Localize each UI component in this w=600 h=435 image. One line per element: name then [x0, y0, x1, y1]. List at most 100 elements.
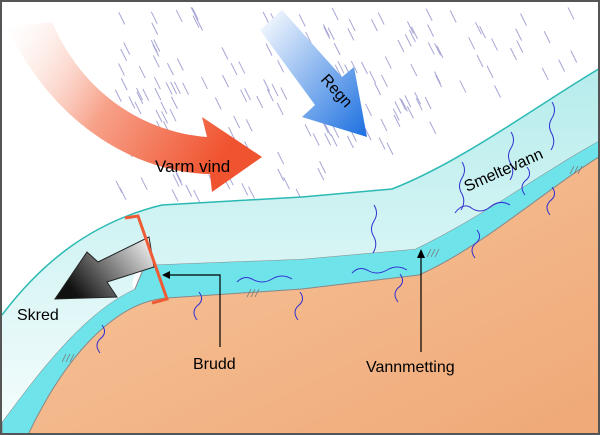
rain-streak	[312, 133, 320, 146]
rain-streak	[191, 7, 199, 20]
fracture-pointer-head	[162, 271, 170, 279]
rain-streak	[393, 114, 401, 128]
rain-streak	[324, 123, 332, 136]
rain-streak	[494, 85, 502, 98]
rain-streak	[123, 42, 131, 55]
hatch-marks	[61, 165, 583, 363]
rain-streak	[384, 56, 392, 69]
rain-streak	[429, 121, 437, 134]
saturation-pointer-head	[417, 249, 425, 258]
rain-streak	[241, 183, 249, 196]
rain-streak	[365, 103, 372, 117]
rain-streak	[424, 96, 432, 110]
rain-streak	[150, 39, 158, 53]
rain-streak	[304, 124, 312, 137]
rain-streak	[152, 44, 160, 57]
rain-streak	[392, 108, 400, 121]
rain-streak	[263, 79, 271, 92]
rain-streak	[364, 128, 372, 141]
rain-streak	[136, 91, 144, 105]
rain-streak	[165, 82, 173, 95]
rain-streak	[185, 184, 193, 197]
rain-streak	[400, 99, 408, 112]
rain-streak	[377, 12, 385, 25]
rain-streak	[381, 74, 388, 88]
rain-streak	[468, 37, 476, 50]
avalanche-arrow	[54, 236, 155, 300]
rain-streak	[114, 89, 122, 102]
rain-streak	[491, 38, 498, 51]
rain-streak	[399, 97, 407, 111]
rain-streak	[277, 168, 285, 182]
rain-streak	[567, 7, 575, 20]
rain-streak	[543, 30, 551, 44]
rain-streak	[283, 176, 290, 190]
rain-streak	[228, 126, 235, 140]
rain-streak	[406, 106, 414, 119]
rain-streak	[332, 125, 340, 139]
rain-streak	[410, 63, 418, 77]
rain-streak	[262, 11, 270, 25]
rain-streak	[360, 61, 368, 75]
rain-streak	[449, 10, 457, 23]
snow-pack	[2, 69, 598, 422]
rain-streak	[386, 142, 394, 155]
rain-streak	[406, 21, 414, 34]
rain-streak	[118, 12, 126, 25]
rain-streak	[434, 71, 441, 84]
meltwater-squiggles	[96, 101, 556, 354]
rain-streak	[570, 50, 578, 63]
rain-streak	[394, 101, 402, 114]
rain-streak	[408, 29, 416, 43]
rain-streak	[378, 137, 386, 150]
rain-streak	[327, 27, 335, 40]
rain-streak	[256, 95, 264, 109]
rain-streak	[120, 48, 128, 62]
rain-streak	[277, 60, 285, 73]
rain-streak	[337, 61, 345, 74]
rain-streak	[347, 28, 355, 41]
rain-streak	[166, 62, 174, 76]
rain-streak	[128, 96, 136, 109]
rain-streak	[380, 118, 388, 132]
rain-streak	[175, 173, 183, 186]
rain-streak	[214, 97, 222, 110]
snow-surface-line	[2, 68, 598, 316]
rain-streak	[435, 74, 442, 88]
rain-streak	[397, 39, 405, 53]
rain-streak	[120, 78, 128, 91]
rain-streak	[515, 28, 523, 41]
rain-streak	[486, 65, 494, 78]
rain-streak	[175, 9, 183, 23]
rain-streak	[182, 82, 190, 95]
rain-streak	[119, 187, 127, 201]
rain-streak	[172, 174, 180, 187]
rain-streak	[434, 43, 441, 56]
rain-streak	[150, 11, 158, 25]
rain-streak	[516, 40, 524, 53]
rain-streak	[276, 102, 284, 116]
rain-streak	[152, 55, 160, 68]
rain-streak	[277, 151, 285, 165]
rain-streak	[427, 24, 435, 37]
fracture-pointer	[167, 274, 221, 347]
rain-streak	[476, 54, 484, 68]
rain-streak	[244, 87, 251, 101]
rain-streak	[238, 61, 246, 74]
rain-streak	[190, 6, 198, 20]
rain-streak	[174, 169, 182, 183]
saturated-water-layer	[2, 140, 598, 433]
rain-streak	[170, 81, 178, 95]
rain-streak	[370, 18, 378, 32]
rain-streak	[510, 47, 517, 61]
rain-streak	[155, 109, 163, 123]
rain-streak	[245, 119, 253, 132]
rain-streak	[266, 88, 274, 102]
rain-streak	[154, 87, 162, 101]
rain-streak	[173, 81, 181, 95]
rain-streak	[280, 87, 288, 100]
rain-streak	[541, 67, 549, 81]
rain-streak	[140, 177, 148, 190]
rain-streak	[425, 8, 433, 21]
rain-streak	[298, 14, 306, 27]
